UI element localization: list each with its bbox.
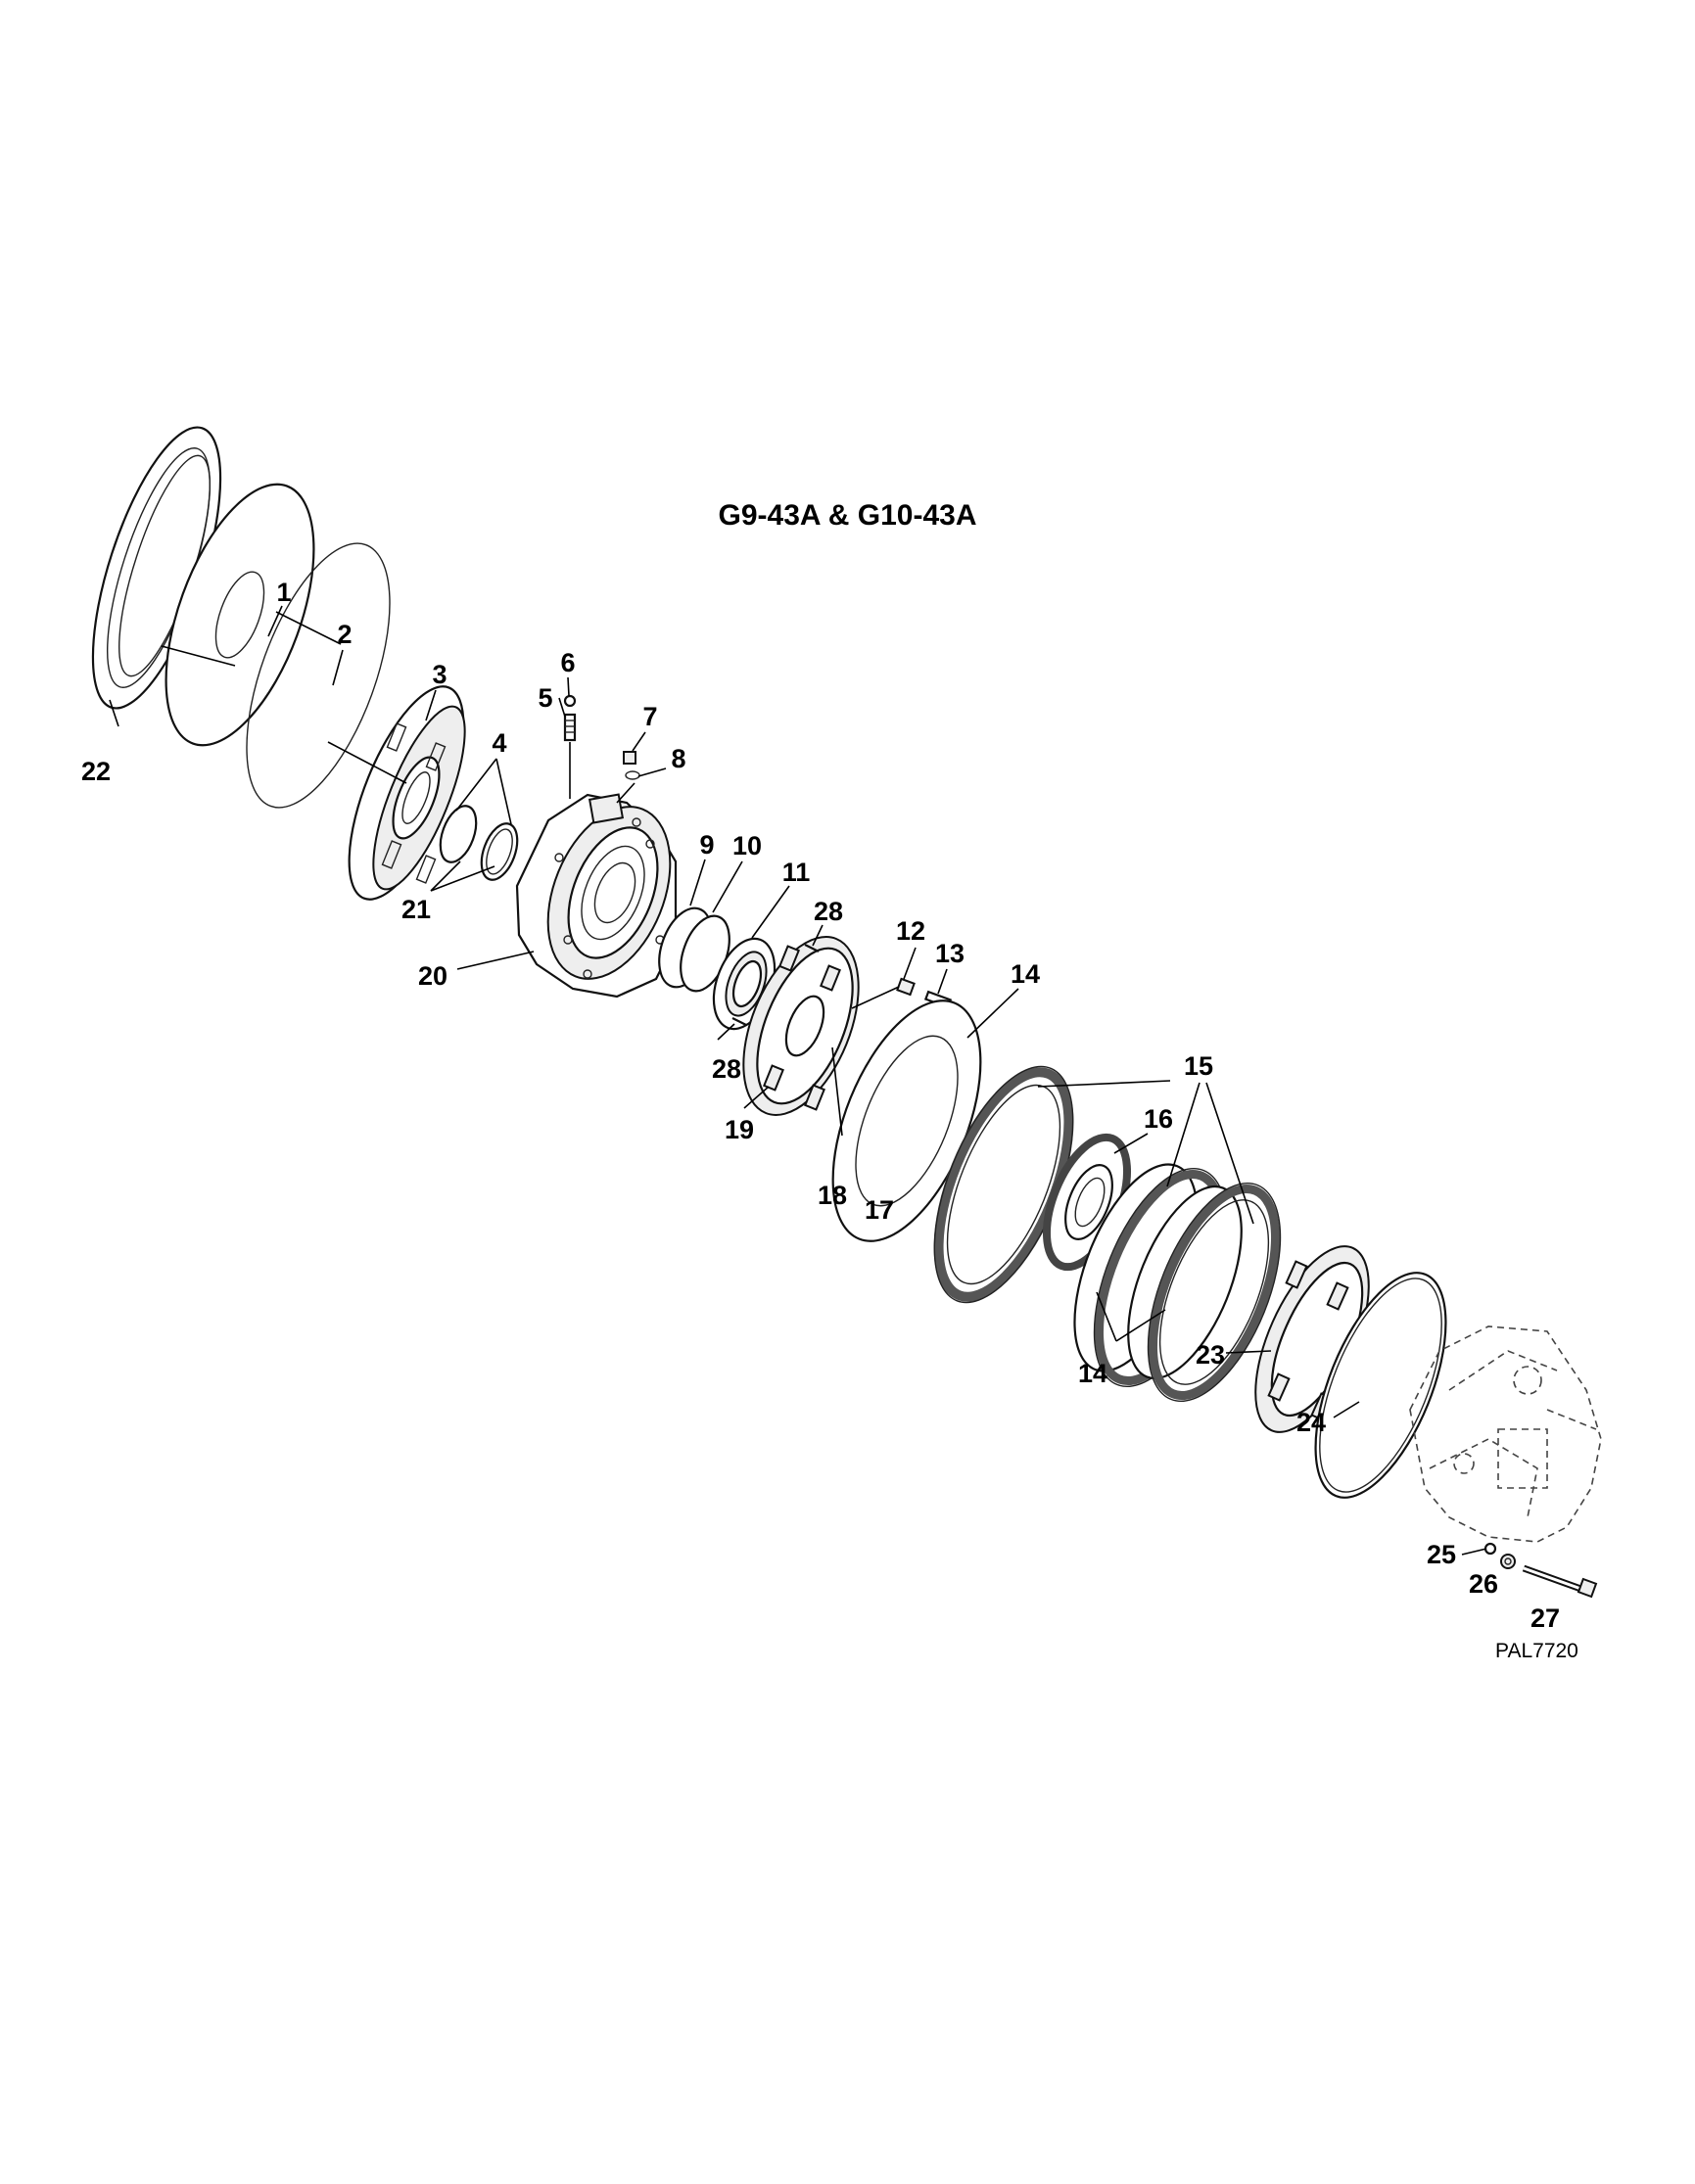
part-28-pin-upper xyxy=(804,944,820,953)
part-2-plate xyxy=(246,542,391,809)
callout-12: 12 xyxy=(896,916,925,946)
callout-5: 5 xyxy=(538,683,552,713)
callout-22: 22 xyxy=(81,757,111,786)
callout-18: 18 xyxy=(818,1181,847,1210)
part-25-washer xyxy=(1483,1542,1497,1556)
callout-14-upper: 14 xyxy=(1011,959,1040,989)
callout-25: 25 xyxy=(1427,1540,1456,1569)
part-1-disc xyxy=(165,483,315,747)
callout-4: 4 xyxy=(492,728,506,758)
callout-27: 27 xyxy=(1530,1603,1560,1633)
callout-28-lower: 28 xyxy=(712,1054,741,1084)
callout-17: 17 xyxy=(865,1195,894,1225)
callout-2: 2 xyxy=(337,620,352,649)
callout-13: 13 xyxy=(935,939,965,968)
callout-26: 26 xyxy=(1469,1569,1498,1599)
part-7-plug xyxy=(623,751,636,765)
part-4-rings xyxy=(439,805,519,881)
callout-24: 24 xyxy=(1296,1408,1326,1437)
diagram-title: G9-43A & G10-43A xyxy=(718,499,977,532)
disc-pack-plates xyxy=(1073,1163,1282,1403)
callout-10: 10 xyxy=(732,831,762,860)
callout-8: 8 xyxy=(671,744,685,773)
part-26-nut xyxy=(1500,1554,1516,1569)
part-20-housing xyxy=(515,793,678,999)
callout-6: 6 xyxy=(560,648,575,677)
part-5-fitting xyxy=(563,713,577,742)
part-24-snap-ring xyxy=(1314,1272,1447,1499)
callout-1: 1 xyxy=(276,578,291,607)
part-23-pressure-plate xyxy=(1254,1245,1370,1433)
part-28-pin-lower xyxy=(731,1017,747,1026)
callout-19: 19 xyxy=(725,1115,754,1144)
callout-20: 20 xyxy=(418,961,447,991)
part-12-spring xyxy=(896,977,916,997)
callout-3: 3 xyxy=(432,660,447,689)
callout-16: 16 xyxy=(1144,1104,1173,1134)
part-8-oring xyxy=(625,770,640,780)
callout-21: 21 xyxy=(401,895,431,924)
callout-14-lower: 14 xyxy=(1078,1359,1107,1388)
callout-23: 23 xyxy=(1196,1340,1225,1370)
phantom-housing xyxy=(1409,1325,1602,1543)
callout-labels: 1 2 3 4 5 6 7 8 9 10 11 12 13 14 14 15 1… xyxy=(81,578,1560,1633)
part-19-piston-plate xyxy=(742,936,860,1116)
part-27-bolt xyxy=(1522,1564,1598,1599)
callout-9: 9 xyxy=(699,830,714,860)
part-6-ball xyxy=(563,694,577,708)
callout-11: 11 xyxy=(782,858,811,887)
leader-lines xyxy=(109,605,1487,1556)
part-3-cover xyxy=(348,685,466,901)
drawing-code: PAL7720 xyxy=(1495,1640,1578,1662)
callout-7: 7 xyxy=(642,702,657,731)
callout-28-upper: 28 xyxy=(814,897,843,926)
callout-15: 15 xyxy=(1184,1051,1213,1081)
